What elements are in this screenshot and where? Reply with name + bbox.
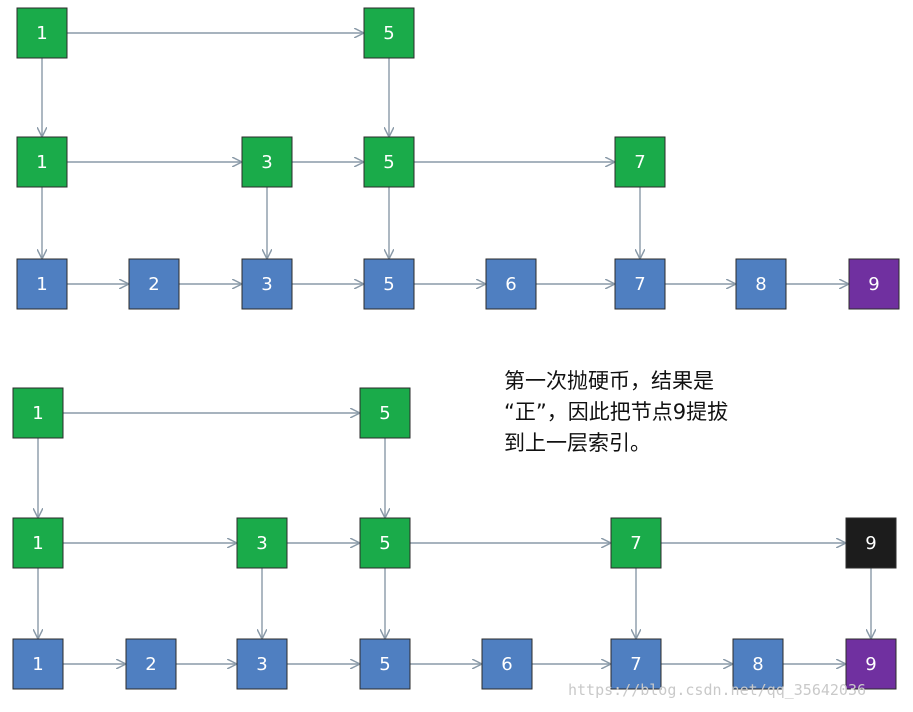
node-box <box>610 638 662 690</box>
node-7: 7 <box>614 136 666 188</box>
node-box <box>128 258 180 310</box>
node-5: 5 <box>359 638 411 690</box>
node-label: 9 <box>865 533 876 554</box>
node-label: 6 <box>505 274 516 295</box>
node-box <box>485 258 537 310</box>
node-label: 7 <box>634 274 645 295</box>
node-label: 2 <box>148 274 159 295</box>
node-label: 5 <box>379 654 390 675</box>
node-label: 8 <box>752 654 763 675</box>
node-box <box>12 517 64 569</box>
node-box <box>12 387 64 439</box>
node-1: 1 <box>16 7 68 59</box>
node-label: 6 <box>501 654 512 675</box>
node-box <box>845 638 897 690</box>
node-9: 9 <box>845 638 897 690</box>
node-5: 5 <box>359 387 411 439</box>
node-label: 8 <box>755 274 766 295</box>
node-box <box>359 638 411 690</box>
node-box <box>363 7 415 59</box>
node-label: 2 <box>145 654 156 675</box>
node-box <box>732 638 784 690</box>
node-box <box>16 258 68 310</box>
node-3: 3 <box>241 258 293 310</box>
node-box <box>125 638 177 690</box>
node-label: 1 <box>32 533 43 554</box>
node-box <box>848 258 900 310</box>
node-2: 2 <box>128 258 180 310</box>
node-label: 1 <box>36 152 47 173</box>
node-label: 1 <box>36 274 47 295</box>
node-7: 7 <box>614 258 666 310</box>
node-label: 1 <box>32 403 43 424</box>
node-label: 3 <box>261 152 272 173</box>
node-1: 1 <box>12 517 64 569</box>
node-1: 1 <box>12 387 64 439</box>
node-6: 6 <box>481 638 533 690</box>
node-7: 7 <box>610 638 662 690</box>
node-label: 7 <box>630 533 641 554</box>
node-5: 5 <box>363 258 415 310</box>
node-5: 5 <box>363 136 415 188</box>
node-box <box>236 517 288 569</box>
node-label: 9 <box>868 274 879 295</box>
node-box <box>359 517 411 569</box>
node-label: 5 <box>379 533 390 554</box>
node-7: 7 <box>610 517 662 569</box>
caption-line-3: 到上一层索引。 <box>504 431 651 455</box>
node-label: 7 <box>630 654 641 675</box>
node-1: 1 <box>12 638 64 690</box>
node-2: 2 <box>125 638 177 690</box>
node-label: 3 <box>261 274 272 295</box>
node-box <box>614 136 666 188</box>
node-box <box>236 638 288 690</box>
caption-line-1: 第一次抛硬币，结果是 <box>504 369 714 393</box>
node-3: 3 <box>236 638 288 690</box>
node-6: 6 <box>485 258 537 310</box>
node-label: 7 <box>634 152 645 173</box>
node-box <box>610 517 662 569</box>
node-label: 9 <box>865 654 876 675</box>
node-box <box>359 387 411 439</box>
node-box <box>481 638 533 690</box>
caption: 第一次抛硬币，结果是 “正”，因此把节点9提拔到上一层索引。 <box>504 366 728 459</box>
node-box <box>614 258 666 310</box>
node-box <box>241 258 293 310</box>
node-label: 5 <box>383 152 394 173</box>
node-label: 3 <box>256 654 267 675</box>
node-label: 5 <box>383 274 394 295</box>
node-label: 5 <box>379 403 390 424</box>
node-label: 3 <box>256 533 267 554</box>
node-9: 9 <box>848 258 900 310</box>
node-box <box>16 136 68 188</box>
node-5: 5 <box>359 517 411 569</box>
node-label: 1 <box>32 654 43 675</box>
node-3: 3 <box>236 517 288 569</box>
node-5: 5 <box>363 7 415 59</box>
watermark: https://blog.csdn.net/qq_35642036 <box>568 681 867 699</box>
node-1: 1 <box>16 258 68 310</box>
node-8: 8 <box>735 258 787 310</box>
node-box <box>16 7 68 59</box>
caption-line-2: “正”，因此把节点9提拔 <box>504 400 729 424</box>
node-box <box>363 136 415 188</box>
node-box <box>363 258 415 310</box>
node-label: 5 <box>383 23 394 44</box>
node-box <box>241 136 293 188</box>
node-box <box>12 638 64 690</box>
node-3: 3 <box>241 136 293 188</box>
node-1: 1 <box>16 136 68 188</box>
node-box <box>735 258 787 310</box>
node-9: 9 <box>845 517 897 569</box>
node-8: 8 <box>732 638 784 690</box>
node-box <box>845 517 897 569</box>
node-label: 1 <box>36 23 47 44</box>
